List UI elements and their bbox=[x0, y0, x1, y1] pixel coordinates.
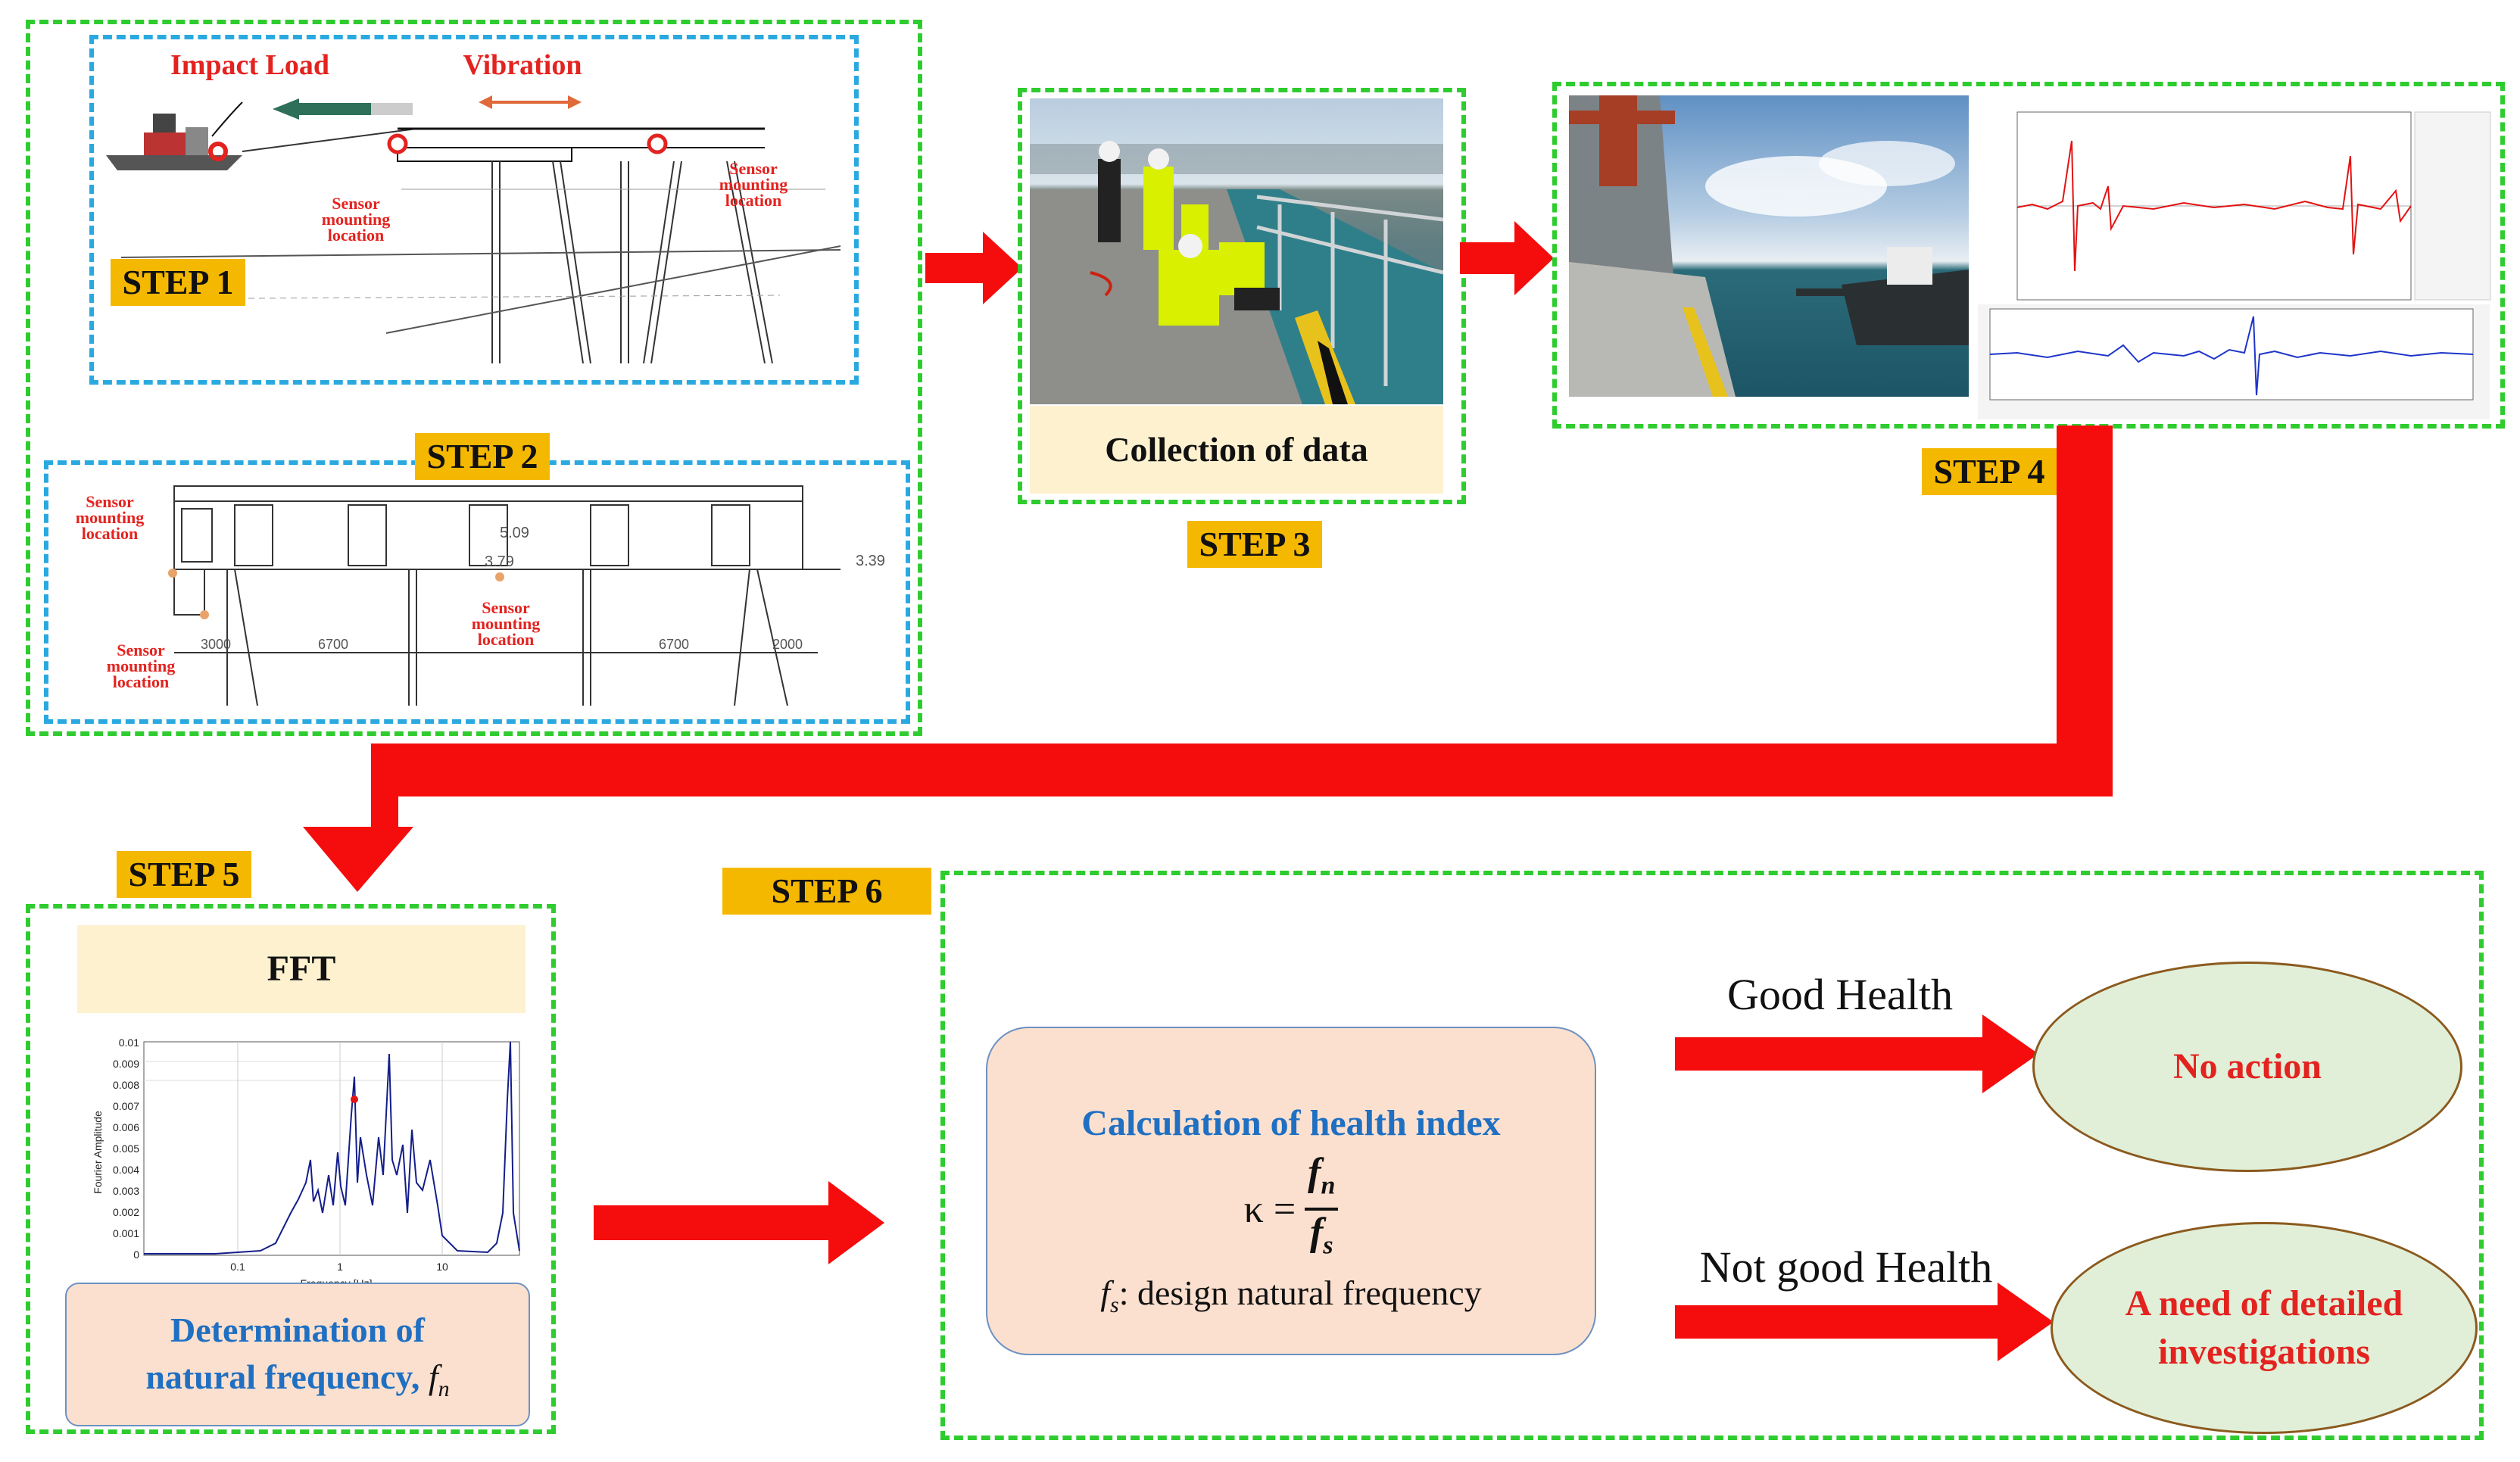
fs-f: f bbox=[1100, 1273, 1111, 1312]
arrow-step3-to-step4 bbox=[1460, 221, 1554, 295]
tugboat-icon bbox=[106, 114, 242, 170]
fn-symbol: fn bbox=[428, 1358, 450, 1401]
step-6-panel bbox=[940, 871, 2484, 1440]
step-3-badge: STEP 3 bbox=[1187, 521, 1322, 568]
step-3-panel bbox=[1018, 88, 1466, 504]
dimension-label-4: 2000 bbox=[772, 637, 803, 652]
fft-ytick-10: 0 bbox=[133, 1248, 139, 1261]
dimension-label-3: 6700 bbox=[659, 637, 689, 652]
fft-xtick-0: 0.1 bbox=[230, 1261, 245, 1273]
step-4-badge: STEP 4 bbox=[1922, 448, 2057, 495]
dimension-label-1: 3000 bbox=[201, 637, 231, 652]
fn-sub: n bbox=[438, 1376, 450, 1402]
arrow-step1-to-step3 bbox=[925, 232, 1022, 304]
fft-ytick-2: 0.008 bbox=[113, 1079, 139, 1091]
fn-f: f bbox=[428, 1358, 438, 1396]
formula-den-f: f bbox=[1309, 1211, 1324, 1255]
natural-frequency-line2: natural frequency, fn bbox=[67, 1354, 529, 1413]
impact-load-label: Impact Load bbox=[170, 49, 330, 81]
good-health-label: Good Health bbox=[1727, 970, 1953, 1019]
health-index-title: Calculation of health index bbox=[1081, 1103, 1501, 1143]
vibration-arrow bbox=[479, 95, 582, 109]
harbour-photo bbox=[1569, 95, 1969, 397]
arrow-good-health bbox=[1675, 1015, 2038, 1093]
fft-ytick-9: 0.001 bbox=[113, 1227, 139, 1239]
step1-sensor-label-b: Sensor mounting location bbox=[719, 159, 788, 210]
fs-definition-text: : design natural frequency bbox=[1118, 1273, 1482, 1312]
formula-fraction: fn fs bbox=[1305, 1151, 1339, 1268]
collection-of-data-caption: Collection of data bbox=[1030, 406, 1443, 494]
fft-ytick-3: 0.007 bbox=[113, 1100, 139, 1112]
fft-xtick-2: 10 bbox=[436, 1261, 448, 1273]
level-label-2: 3.79 bbox=[485, 553, 514, 570]
wharf-cross-section-drawing: 5.09 3.79 3.39 3000 6700 6700 2000 bbox=[168, 485, 885, 706]
vibration-label: Vibration bbox=[463, 49, 582, 81]
fft-ytick-5: 0.005 bbox=[113, 1142, 139, 1155]
fft-ytick-7: 0.003 bbox=[113, 1185, 139, 1197]
health-index-box: Calculation of health index κ = fn fs fs… bbox=[986, 1027, 1596, 1355]
detailed-investigation-oval: A need of detailed investigations bbox=[2051, 1222, 2478, 1434]
natural-frequency-box: Determination of natural frequency, fn bbox=[65, 1283, 530, 1426]
impact-direction-arrow bbox=[273, 98, 413, 120]
step-1-badge: STEP 1 bbox=[111, 259, 245, 306]
formula-numerator: fn bbox=[1305, 1151, 1339, 1211]
formula-num-sub: n bbox=[1321, 1171, 1336, 1200]
formula-lhs: κ = bbox=[1243, 1187, 1296, 1231]
design-frequency-definition: fs: design natural frequency bbox=[987, 1273, 1595, 1318]
fft-ytick-0: 0.01 bbox=[119, 1036, 139, 1049]
fft-ytick-4: 0.006 bbox=[113, 1121, 139, 1133]
step2-sensor-label-mid: Sensor mounting location bbox=[471, 598, 541, 649]
level-label-3: 3.39 bbox=[856, 553, 885, 569]
step-4-panel bbox=[1552, 82, 2505, 429]
step-1-2-container bbox=[26, 20, 922, 736]
fft-ytick-8: 0.002 bbox=[113, 1206, 139, 1218]
not-good-health-label: Not good Health bbox=[1699, 1242, 1993, 1292]
fs-sub: s bbox=[1110, 1292, 1119, 1317]
fft-title: FFT bbox=[77, 925, 526, 1013]
formula-den-sub: s bbox=[1323, 1231, 1333, 1260]
step-5-panel bbox=[26, 904, 556, 1434]
natural-frequency-text: natural frequency, bbox=[145, 1358, 420, 1396]
fft-ytick-6: 0.004 bbox=[113, 1164, 139, 1176]
natural-frequency-line1: Determination of bbox=[170, 1311, 425, 1349]
wharf-elevation-drawing bbox=[106, 95, 841, 364]
blue-signal-trace bbox=[1989, 316, 2474, 396]
arrow-step4-to-step5 bbox=[303, 426, 2113, 892]
level-label-1: 5.09 bbox=[500, 525, 529, 541]
fs-symbol: fs bbox=[1100, 1273, 1118, 1317]
formula-denominator: fs bbox=[1307, 1211, 1336, 1267]
fft-xtick-1: 1 bbox=[337, 1261, 343, 1273]
fft-ylabel: Fourier Amplitude bbox=[92, 1111, 104, 1194]
step2-sensor-label-bottom: Sensor mounting location bbox=[106, 641, 176, 691]
arrow-step5-to-step6 bbox=[594, 1181, 884, 1264]
step-5-badge: STEP 5 bbox=[117, 851, 251, 898]
arrow-not-good-health bbox=[1675, 1283, 2054, 1361]
step-1-panel bbox=[89, 35, 859, 385]
step-2-badge: STEP 2 bbox=[415, 433, 550, 480]
fft-spectrum-trace bbox=[144, 1041, 520, 1255]
vibration-signal-plots bbox=[1972, 95, 2494, 422]
fft-spectrum-plot: 0.01 0.009 0.008 0.007 0.006 0.005 0.004… bbox=[79, 1024, 530, 1295]
fft-ytick-1: 0.009 bbox=[113, 1058, 139, 1070]
health-index-formula: κ = fn fs bbox=[987, 1151, 1595, 1268]
formula-num-f: f bbox=[1308, 1151, 1321, 1194]
step2-sensor-label-left: Sensor mounting location bbox=[75, 492, 145, 543]
red-signal-trace bbox=[2016, 140, 2412, 272]
step-6-badge: STEP 6 bbox=[722, 868, 931, 915]
no-action-oval: No action bbox=[2032, 962, 2462, 1172]
field-crew-photo bbox=[1030, 98, 1443, 404]
step1-sensor-label-a: Sensor mounting location bbox=[321, 194, 391, 245]
dimension-label-2: 6700 bbox=[318, 637, 348, 652]
